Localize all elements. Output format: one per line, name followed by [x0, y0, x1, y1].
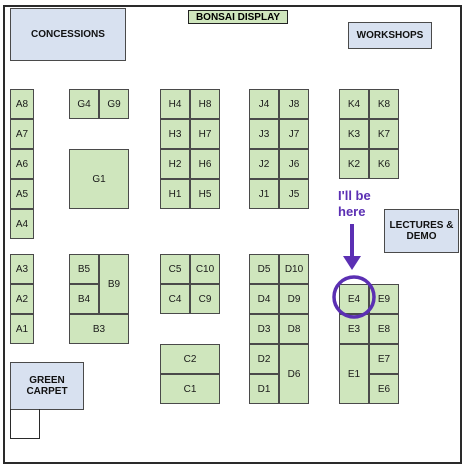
booth-a3[interactable]: A3: [10, 254, 34, 284]
booth-j2[interactable]: J2: [249, 149, 279, 179]
booth-d2[interactable]: D2: [249, 344, 279, 374]
booth-e1[interactable]: E1: [339, 344, 369, 404]
booth-h8[interactable]: H8: [190, 89, 220, 119]
booth-d5[interactable]: D5: [249, 254, 279, 284]
booth-g1[interactable]: G1: [69, 149, 129, 209]
booth-a7[interactable]: A7: [10, 119, 34, 149]
booth-j6[interactable]: J6: [279, 149, 309, 179]
booth-k6[interactable]: K6: [369, 149, 399, 179]
booth-e3[interactable]: E3: [339, 314, 369, 344]
booth-b9[interactable]: B9: [99, 254, 129, 314]
booth-j1[interactable]: J1: [249, 179, 279, 209]
booth-g9[interactable]: G9: [99, 89, 129, 119]
booth-k4[interactable]: K4: [339, 89, 369, 119]
booth-d10[interactable]: D10: [279, 254, 309, 284]
concessions-zone: CONCESSIONS: [10, 8, 126, 61]
booth-g4[interactable]: G4: [69, 89, 99, 119]
green-carpet-entrance: [10, 409, 40, 439]
booth-c4[interactable]: C4: [160, 284, 190, 314]
lectures-demo-zone: LECTURES & DEMO: [384, 209, 459, 253]
booth-e6[interactable]: E6: [369, 374, 399, 404]
booth-a1[interactable]: A1: [10, 314, 34, 344]
booth-a4[interactable]: A4: [10, 209, 34, 239]
booth-k3[interactable]: K3: [339, 119, 369, 149]
booth-h2[interactable]: H2: [160, 149, 190, 179]
booth-e4[interactable]: E4: [339, 284, 369, 314]
booth-h4[interactable]: H4: [160, 89, 190, 119]
booth-h5[interactable]: H5: [190, 179, 220, 209]
annotation-text: I'll be here: [338, 188, 371, 220]
green-carpet-zone: GREEN CARPET: [10, 362, 84, 410]
booth-j4[interactable]: J4: [249, 89, 279, 119]
booth-c2[interactable]: C2: [160, 344, 220, 374]
booth-a6[interactable]: A6: [10, 149, 34, 179]
booth-a5[interactable]: A5: [10, 179, 34, 209]
booth-d4[interactable]: D4: [249, 284, 279, 314]
booth-e8[interactable]: E8: [369, 314, 399, 344]
booth-d9[interactable]: D9: [279, 284, 309, 314]
booth-b5[interactable]: B5: [69, 254, 99, 284]
booth-d6[interactable]: D6: [279, 344, 309, 404]
booth-h7[interactable]: H7: [190, 119, 220, 149]
booth-h1[interactable]: H1: [160, 179, 190, 209]
booth-k8[interactable]: K8: [369, 89, 399, 119]
booth-h3[interactable]: H3: [160, 119, 190, 149]
booth-h6[interactable]: H6: [190, 149, 220, 179]
booth-d1[interactable]: D1: [249, 374, 279, 404]
booth-e9[interactable]: E9: [369, 284, 399, 314]
booth-d3[interactable]: D3: [249, 314, 279, 344]
booth-c9[interactable]: C9: [190, 284, 220, 314]
workshops-zone: WORKSHOPS: [348, 22, 432, 49]
booth-k2[interactable]: K2: [339, 149, 369, 179]
booth-b3[interactable]: B3: [69, 314, 129, 344]
booth-j8[interactable]: J8: [279, 89, 309, 119]
annotation-line-2: here: [338, 204, 366, 219]
booth-j3[interactable]: J3: [249, 119, 279, 149]
booth-k7[interactable]: K7: [369, 119, 399, 149]
page-title: BONSAI DISPLAY: [188, 10, 288, 24]
booth-b4[interactable]: B4: [69, 284, 99, 314]
booth-a2[interactable]: A2: [10, 284, 34, 314]
booth-c5[interactable]: C5: [160, 254, 190, 284]
booth-c1[interactable]: C1: [160, 374, 220, 404]
booth-j5[interactable]: J5: [279, 179, 309, 209]
booth-j7[interactable]: J7: [279, 119, 309, 149]
booth-e7[interactable]: E7: [369, 344, 399, 374]
annotation-line-1: I'll be: [338, 188, 371, 203]
booth-d8[interactable]: D8: [279, 314, 309, 344]
booth-c10[interactable]: C10: [190, 254, 220, 284]
booth-a8[interactable]: A8: [10, 89, 34, 119]
